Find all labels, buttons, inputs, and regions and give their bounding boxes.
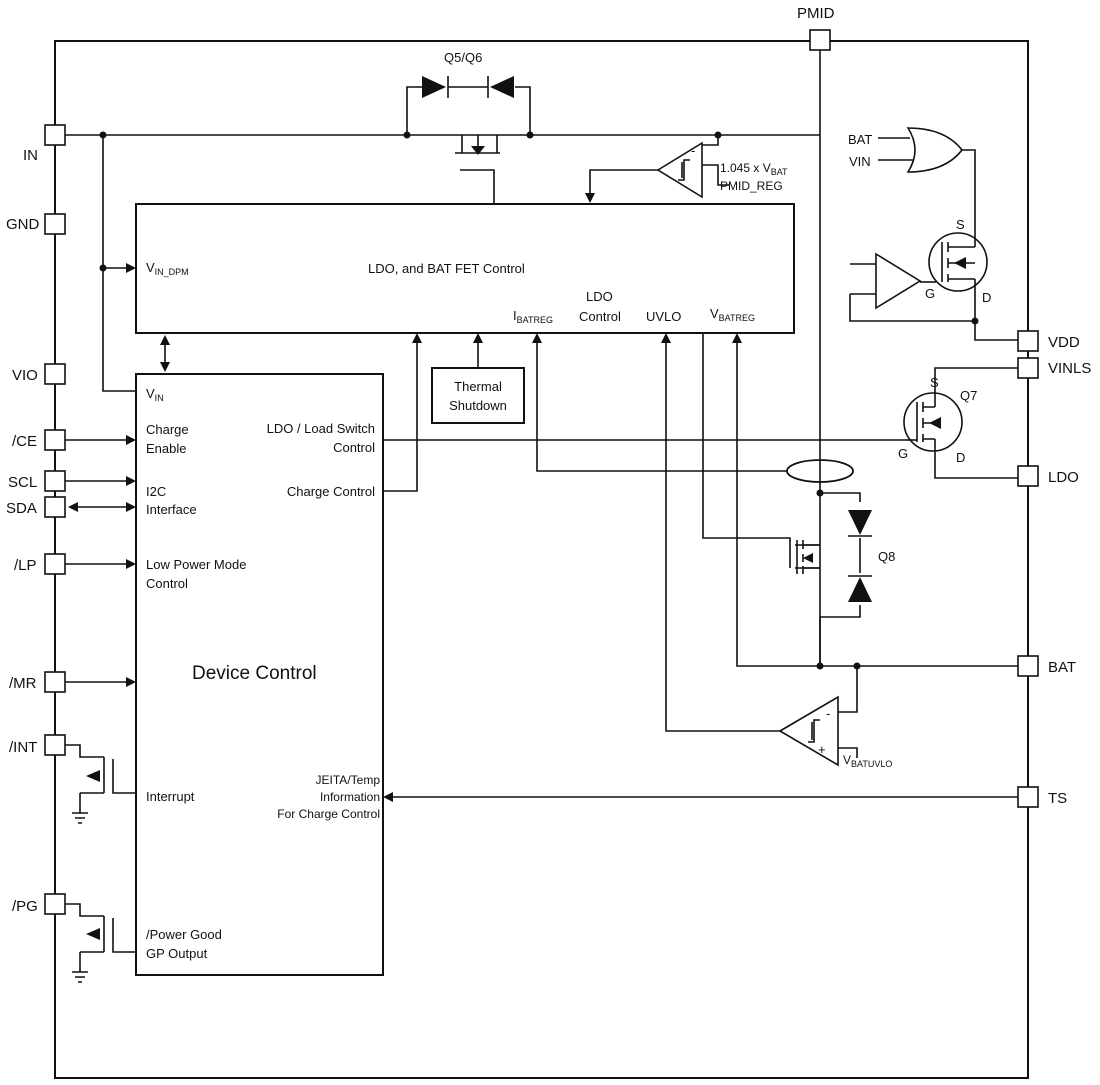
pin-scl [44,470,66,492]
ldo-uvlo: UVLO [646,309,681,324]
pin-label-vinls: VINLS [1048,360,1091,377]
q7-d: D [956,450,965,465]
bottom-comparator-minus: - [826,706,830,721]
top-comparator: - [656,141,703,199]
arrowheads [68,193,742,802]
top-comparator-ref1: 1.045 x VBAT [720,161,788,177]
q8-label: Q8 [878,549,895,564]
wires [65,50,1020,972]
pin-label-lp: /LP [14,557,37,574]
device-vin: VIN [146,386,164,403]
or-gate-in-bat: BAT [848,132,872,147]
device-ldo-switch-1: LDO / Load Switch [267,421,375,436]
pin-label-pg: /PG [12,898,38,915]
top-comparator-ref2: PMID_REG [720,179,783,193]
ldo-control-line2: Control [579,309,621,324]
device-ldo-switch-2: Control [333,440,375,455]
ldo-ibatreg: IBATREG [513,308,553,325]
pins [44,29,1039,915]
device-interrupt: Interrupt [146,789,195,804]
vdd-fet-s: S [956,217,965,232]
top-comparator-minus: - [691,143,695,158]
vdd-fet-d: D [982,290,991,305]
or-gate-in-vin: VIN [849,154,871,169]
pin-label-sda: SDA [6,500,37,517]
device-i2c-2: Interface [146,502,197,517]
pin-label-in: IN [23,147,38,164]
pin-label-int: /INT [9,739,37,756]
pin-ldo [1017,465,1039,487]
pin-vinls [1017,357,1039,379]
pin-label-vio: VIO [12,367,38,384]
pg-fet [72,926,105,983]
device-power-good-1: /Power Good [146,927,222,942]
ldo-bat-fet-control-block [135,203,795,334]
bottom-comparator: - + [778,695,839,767]
ldo-control-line1: LDO [586,289,613,304]
pin-label-pmid: PMID [797,5,835,22]
device-control-block [135,373,384,976]
q8-switch [796,510,872,602]
pin-lp [44,553,66,575]
ldo-vbatreg: VBATREG [710,306,755,323]
device-power-good-2: GP Output [146,946,208,961]
or-gate [906,127,964,173]
q7-mosfet [903,391,963,452]
device-jeita-1: JEITA/Temp [316,773,381,787]
bottom-comparator-ref: VBATUVLO [843,753,892,769]
bottom-comparator-plus: + [818,742,826,757]
thermal-line1: Thermal [454,379,502,394]
device-charge-enable-1: Charge [146,422,189,437]
ldo-block-title: LDO, and BAT FET Control [368,261,525,276]
pin-gnd [44,213,66,235]
pin-label-ldo: LDO [1048,469,1079,486]
device-low-power-2: Control [146,576,188,591]
ldo-vin-dpm: VIN_DPM [146,260,189,277]
device-block-title: Device Control [192,663,317,684]
pin-mr [44,671,66,693]
pin-sda [44,496,66,518]
q7-s: S [930,375,939,390]
pin-label-scl: SCL [8,474,37,491]
device-jeita-3: For Charge Control [277,807,380,821]
int-fet [72,768,105,824]
q7-label: Q7 [960,388,977,403]
thermal-line2: Shutdown [449,398,507,413]
thermal-shutdown-block [431,367,525,424]
device-charge-control: Charge Control [287,484,375,499]
pin-label-gnd: GND [6,216,40,233]
vdd-switch-mosfet [928,232,988,292]
pin-int [44,734,66,756]
pin-pmid [809,29,831,51]
pin-label-mr: /MR [9,675,37,692]
q56-label: Q5/Q6 [444,50,482,65]
device-i2c-1: I2C [146,484,166,499]
q7-g: G [898,446,908,461]
current-sense [786,459,854,483]
pin-label-vdd: VDD [1048,334,1080,351]
device-jeita-2: Information [320,790,380,804]
pin-vdd [1017,330,1039,352]
pin-ts [1017,786,1039,808]
pin-in [44,124,66,146]
pin-label-ce: /CE [12,433,37,450]
pin-pg [44,893,66,915]
pin-label-ts: TS [1048,790,1067,807]
junction-dots [99,131,979,670]
device-low-power-1: Low Power Mode [146,557,246,572]
vdd-fet-g: G [925,286,935,301]
q5-q6-diodes [422,76,514,155]
device-charge-enable-2: Enable [146,441,186,456]
pin-bat [1017,655,1039,677]
pin-vio [44,363,66,385]
pin-ce [44,429,66,451]
pin-label-bat: BAT [1048,659,1076,676]
buffer-amp [875,252,922,310]
